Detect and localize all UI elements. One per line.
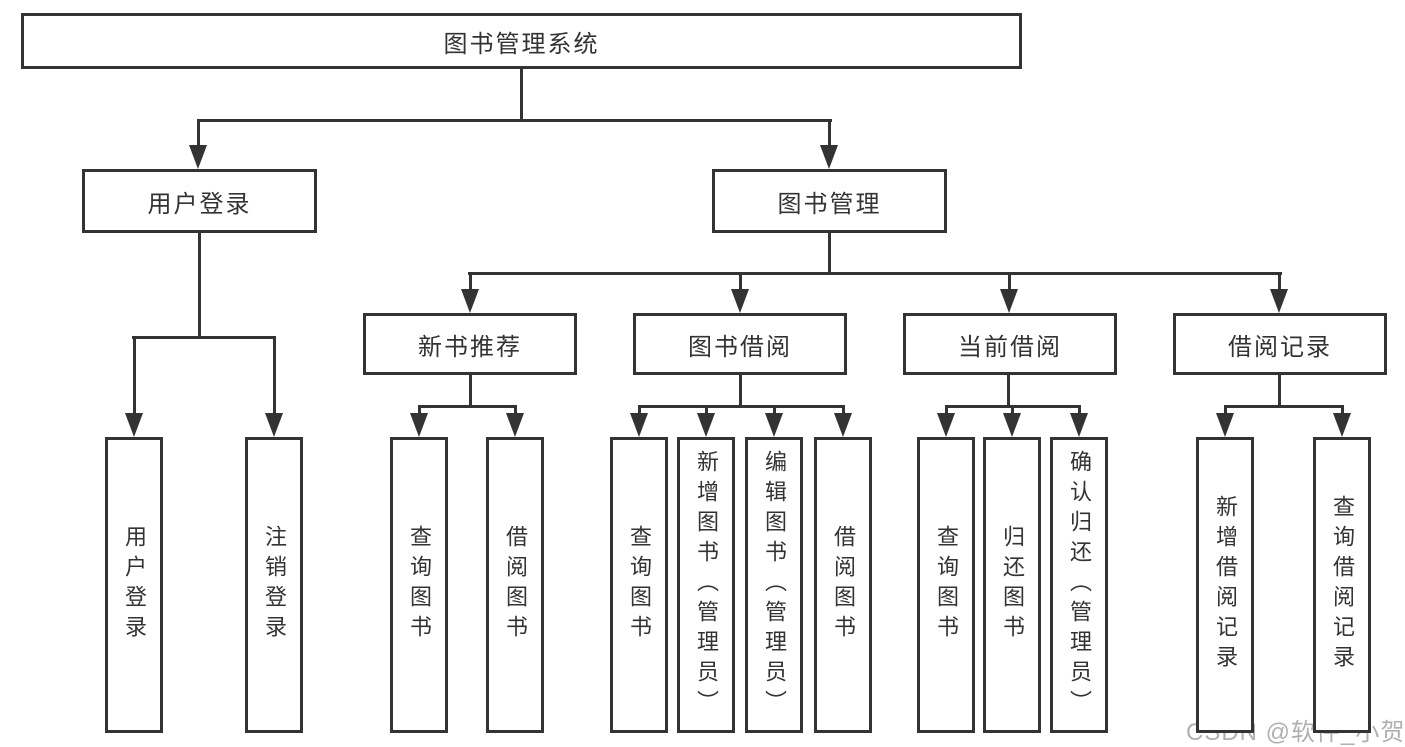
node-label: 确认归还（管理员） [1067, 450, 1092, 720]
node-leaf-edit-book: 编辑图书（管理员） [745, 437, 803, 733]
node-leaf-user-login: 用户登录 [105, 437, 163, 733]
arrow-stem [468, 272, 472, 293]
node-new-book-rec: 新书推荐 [363, 313, 577, 375]
node-label: 借阅图书 [831, 525, 856, 645]
node-label: 查询借阅记录 [1330, 495, 1355, 675]
arrowhead-down-icon [820, 145, 838, 169]
arrowhead-down-icon [189, 145, 207, 169]
arrow-stem [417, 405, 421, 417]
arrowhead-down-icon [697, 413, 715, 437]
arrow-stem [196, 119, 200, 149]
arrowhead-down-icon [765, 413, 783, 437]
node-leaf-query-record: 查询借阅记录 [1313, 437, 1371, 733]
arrowhead-down-icon [506, 413, 524, 437]
arrowhead-down-icon [410, 413, 428, 437]
node-borrow-records: 借阅记录 [1173, 313, 1387, 375]
node-label: 新增借阅记录 [1213, 495, 1238, 675]
arrowhead-down-icon [1270, 289, 1288, 313]
connector-line [418, 405, 517, 408]
node-label: 编辑图书（管理员） [762, 450, 787, 720]
connector-line [1224, 405, 1344, 408]
arrow-stem [637, 405, 641, 417]
node-root: 图书管理系统 [21, 13, 1022, 69]
arrow-stem [1007, 272, 1011, 293]
arrowhead-down-icon [937, 413, 955, 437]
connector-line [198, 233, 201, 339]
node-label: 借阅记录 [1228, 333, 1332, 361]
arrow-stem [132, 336, 136, 417]
node-leaf-add-book: 新增图书（管理员） [677, 437, 735, 733]
node-label: 图书管理 [777, 190, 882, 218]
connector-line [469, 375, 472, 408]
arrow-stem [738, 272, 742, 293]
arrowhead-down-icon [1216, 413, 1234, 437]
node-label: 用户登录 [122, 525, 147, 645]
arrow-stem [1223, 405, 1227, 417]
arrowhead-down-icon [265, 413, 283, 437]
node-label: 图书管理系统 [443, 30, 600, 58]
node-label: 查询图书 [934, 525, 959, 645]
arrowhead-down-icon [731, 289, 749, 313]
node-label: 借阅图书 [503, 525, 528, 645]
node-leaf-borrow-book-2: 借阅图书 [814, 437, 872, 733]
arrowhead-down-icon [1070, 413, 1088, 437]
node-leaf-return-book: 归还图书 [983, 437, 1041, 733]
connector-line [828, 233, 831, 275]
node-leaf-query-books-3: 查询图书 [917, 437, 975, 733]
node-label: 当前借阅 [958, 333, 1062, 361]
node-leaf-query-books-1: 查询图书 [390, 437, 448, 733]
connector-line [638, 405, 845, 408]
arrowhead-down-icon [1333, 413, 1351, 437]
arrow-stem [1277, 272, 1281, 293]
arrow-stem [772, 405, 776, 417]
arrowhead-down-icon [834, 413, 852, 437]
arrow-stem [841, 405, 845, 417]
arrow-stem [272, 336, 276, 417]
node-label: 图书借阅 [688, 333, 792, 361]
arrowhead-down-icon [1003, 413, 1021, 437]
node-current-borrow: 当前借阅 [903, 313, 1117, 375]
node-label: 查询图书 [407, 525, 432, 645]
connector-line [520, 69, 523, 121]
node-leaf-add-record: 新增借阅记录 [1196, 437, 1254, 733]
connector-line [197, 119, 832, 122]
arrowhead-down-icon [125, 413, 143, 437]
node-user-login: 用户登录 [82, 169, 317, 233]
node-label: 查询图书 [627, 525, 652, 645]
arrow-stem [1340, 405, 1344, 417]
connector-line [468, 272, 1282, 275]
arrow-stem [827, 119, 831, 149]
connector-line [739, 375, 742, 408]
arrow-stem [704, 405, 708, 417]
node-label: 归还图书 [1000, 525, 1025, 645]
node-label: 用户登录 [147, 190, 252, 218]
connector-line [1007, 375, 1010, 408]
arrow-stem [1077, 405, 1081, 417]
node-label: 新书推荐 [418, 333, 522, 361]
node-book-mgmt: 图书管理 [712, 169, 947, 233]
node-leaf-confirm-return: 确认归还（管理员） [1050, 437, 1108, 733]
node-leaf-logout: 注销登录 [245, 437, 303, 733]
arrowhead-down-icon [1000, 289, 1018, 313]
arrow-stem [944, 405, 948, 417]
arrow-stem [513, 405, 517, 417]
connector-line [1278, 375, 1281, 408]
node-label: 新增图书（管理员） [694, 450, 719, 720]
arrowhead-down-icon [461, 289, 479, 313]
node-book-borrow: 图书借阅 [633, 313, 847, 375]
node-label: 注销登录 [262, 525, 287, 645]
connector-line [132, 336, 276, 339]
arrow-stem [1010, 405, 1014, 417]
arrowhead-down-icon [630, 413, 648, 437]
node-leaf-borrow-book-1: 借阅图书 [486, 437, 544, 733]
node-leaf-query-books-2: 查询图书 [610, 437, 668, 733]
